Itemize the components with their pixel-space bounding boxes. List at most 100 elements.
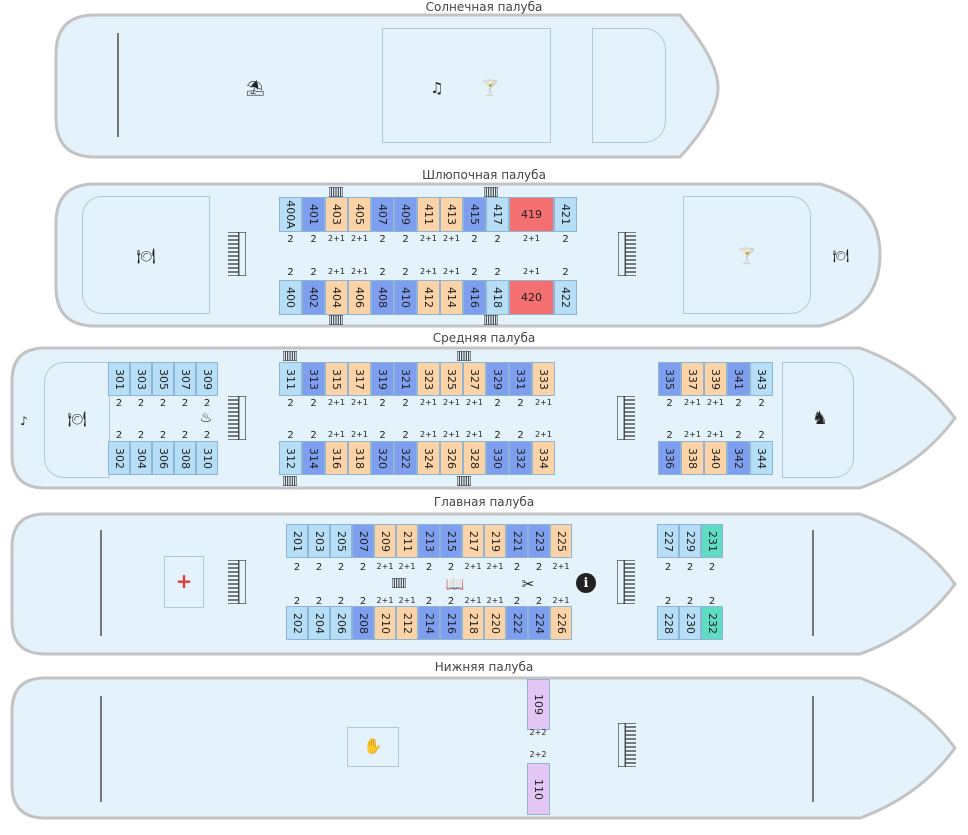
cabin-422[interactable]: 422 (554, 280, 577, 315)
cabin-204[interactable]: 204 (308, 606, 330, 640)
cabin-412[interactable]: 412 (417, 280, 440, 315)
cabin-308[interactable]: 308 (174, 441, 196, 475)
cabin-414[interactable]: 414 (440, 280, 463, 315)
cabin-340[interactable]: 340 (704, 441, 727, 475)
cabin-206[interactable]: 206 (330, 606, 352, 640)
cabin-302[interactable]: 302 (108, 441, 130, 475)
cabin-410[interactable]: 410 (394, 280, 417, 315)
cabin-205[interactable]: 205 (330, 524, 352, 558)
cabin-342[interactable]: 342 (727, 441, 750, 475)
cabin-329[interactable]: 329 (486, 362, 509, 396)
cabin-418[interactable]: 418 (486, 280, 509, 315)
cabin-203[interactable]: 203 (308, 524, 330, 558)
cabin-339[interactable]: 339 (704, 362, 727, 396)
cabin-332[interactable]: 332 (509, 441, 532, 475)
cabin-231[interactable]: 231 (701, 524, 723, 558)
cabin-223[interactable]: 223 (528, 524, 550, 558)
cabin-401[interactable]: 401 (302, 197, 325, 232)
cabin-320[interactable]: 320 (371, 441, 394, 475)
cabin-226[interactable]: 226 (550, 606, 572, 640)
cabin-217[interactable]: 217 (462, 524, 484, 558)
cabin-344[interactable]: 344 (750, 441, 773, 475)
cabin-309[interactable]: 309 (196, 362, 218, 396)
cabin-400[interactable]: 400 (279, 280, 302, 315)
cabin-334[interactable]: 334 (532, 441, 555, 475)
cabin-207[interactable]: 207 (352, 524, 374, 558)
cabin-210[interactable]: 210 (374, 606, 396, 640)
cabin-214[interactable]: 214 (418, 606, 440, 640)
cabin-219[interactable]: 219 (484, 524, 506, 558)
cabin-333[interactable]: 333 (532, 362, 555, 396)
cabin-321[interactable]: 321 (394, 362, 417, 396)
cabin-327[interactable]: 327 (463, 362, 486, 396)
cabin-326[interactable]: 326 (440, 441, 463, 475)
cabin-337[interactable]: 337 (681, 362, 704, 396)
cabin-420[interactable]: 420 (509, 280, 554, 315)
cabin-413[interactable]: 413 (440, 197, 463, 232)
cabin-213[interactable]: 213 (418, 524, 440, 558)
cabin-229[interactable]: 229 (679, 524, 701, 558)
cabin-306[interactable]: 306 (152, 441, 174, 475)
cabin-212[interactable]: 212 (396, 606, 418, 640)
cabin-228[interactable]: 228 (657, 606, 679, 640)
cabin-331[interactable]: 331 (509, 362, 532, 396)
cabin-209[interactable]: 209 (374, 524, 396, 558)
cabin-419[interactable]: 419 (509, 197, 554, 232)
cabin-319[interactable]: 319 (371, 362, 394, 396)
cabin-109[interactable]: 109 (527, 679, 550, 730)
cabin-307[interactable]: 307 (174, 362, 196, 396)
cabin-202[interactable]: 202 (286, 606, 308, 640)
cabin-343[interactable]: 343 (750, 362, 773, 396)
cabin-301[interactable]: 301 (108, 362, 130, 396)
cabin-225[interactable]: 225 (550, 524, 572, 558)
cabin-222[interactable]: 222 (506, 606, 528, 640)
cabin-232[interactable]: 232 (701, 606, 723, 640)
cabin-336[interactable]: 336 (658, 441, 681, 475)
cabin-417[interactable]: 417 (486, 197, 509, 232)
cabin-328[interactable]: 328 (463, 441, 486, 475)
cabin-311[interactable]: 311 (279, 362, 302, 396)
cabin-314[interactable]: 314 (302, 441, 325, 475)
cabin-406[interactable]: 406 (348, 280, 371, 315)
cabin-409[interactable]: 409 (394, 197, 417, 232)
cabin-215[interactable]: 215 (440, 524, 462, 558)
cabin-208[interactable]: 208 (352, 606, 374, 640)
cabin-325[interactable]: 325 (440, 362, 463, 396)
cabin-403[interactable]: 403 (325, 197, 348, 232)
cabin-411[interactable]: 411 (417, 197, 440, 232)
cabin-211[interactable]: 211 (396, 524, 418, 558)
cabin-230[interactable]: 230 (679, 606, 701, 640)
cabin-421[interactable]: 421 (554, 197, 577, 232)
cabin-408[interactable]: 408 (371, 280, 394, 315)
cabin-404[interactable]: 404 (325, 280, 348, 315)
cabin-338[interactable]: 338 (681, 441, 704, 475)
cabin-303[interactable]: 303 (130, 362, 152, 396)
cabin-110[interactable]: 110 (527, 763, 550, 815)
cabin-316[interactable]: 316 (325, 441, 348, 475)
cabin-335[interactable]: 335 (658, 362, 681, 396)
cabin-330[interactable]: 330 (486, 441, 509, 475)
cabin-313[interactable]: 313 (302, 362, 325, 396)
cabin-416[interactable]: 416 (463, 280, 486, 315)
cabin-400A[interactable]: 400A (279, 197, 302, 232)
cabin-305[interactable]: 305 (152, 362, 174, 396)
cabin-221[interactable]: 221 (506, 524, 528, 558)
cabin-324[interactable]: 324 (417, 441, 440, 475)
cabin-304[interactable]: 304 (130, 441, 152, 475)
cabin-341[interactable]: 341 (727, 362, 750, 396)
cabin-216[interactable]: 216 (440, 606, 462, 640)
cabin-405[interactable]: 405 (348, 197, 371, 232)
cabin-218[interactable]: 218 (462, 606, 484, 640)
cabin-220[interactable]: 220 (484, 606, 506, 640)
cabin-322[interactable]: 322 (394, 441, 417, 475)
cabin-227[interactable]: 227 (657, 524, 679, 558)
cabin-407[interactable]: 407 (371, 197, 394, 232)
cabin-323[interactable]: 323 (417, 362, 440, 396)
cabin-402[interactable]: 402 (302, 280, 325, 315)
cabin-415[interactable]: 415 (463, 197, 486, 232)
cabin-312[interactable]: 312 (279, 441, 302, 475)
cabin-201[interactable]: 201 (286, 524, 308, 558)
cabin-315[interactable]: 315 (325, 362, 348, 396)
cabin-310[interactable]: 310 (196, 441, 218, 475)
cabin-224[interactable]: 224 (528, 606, 550, 640)
